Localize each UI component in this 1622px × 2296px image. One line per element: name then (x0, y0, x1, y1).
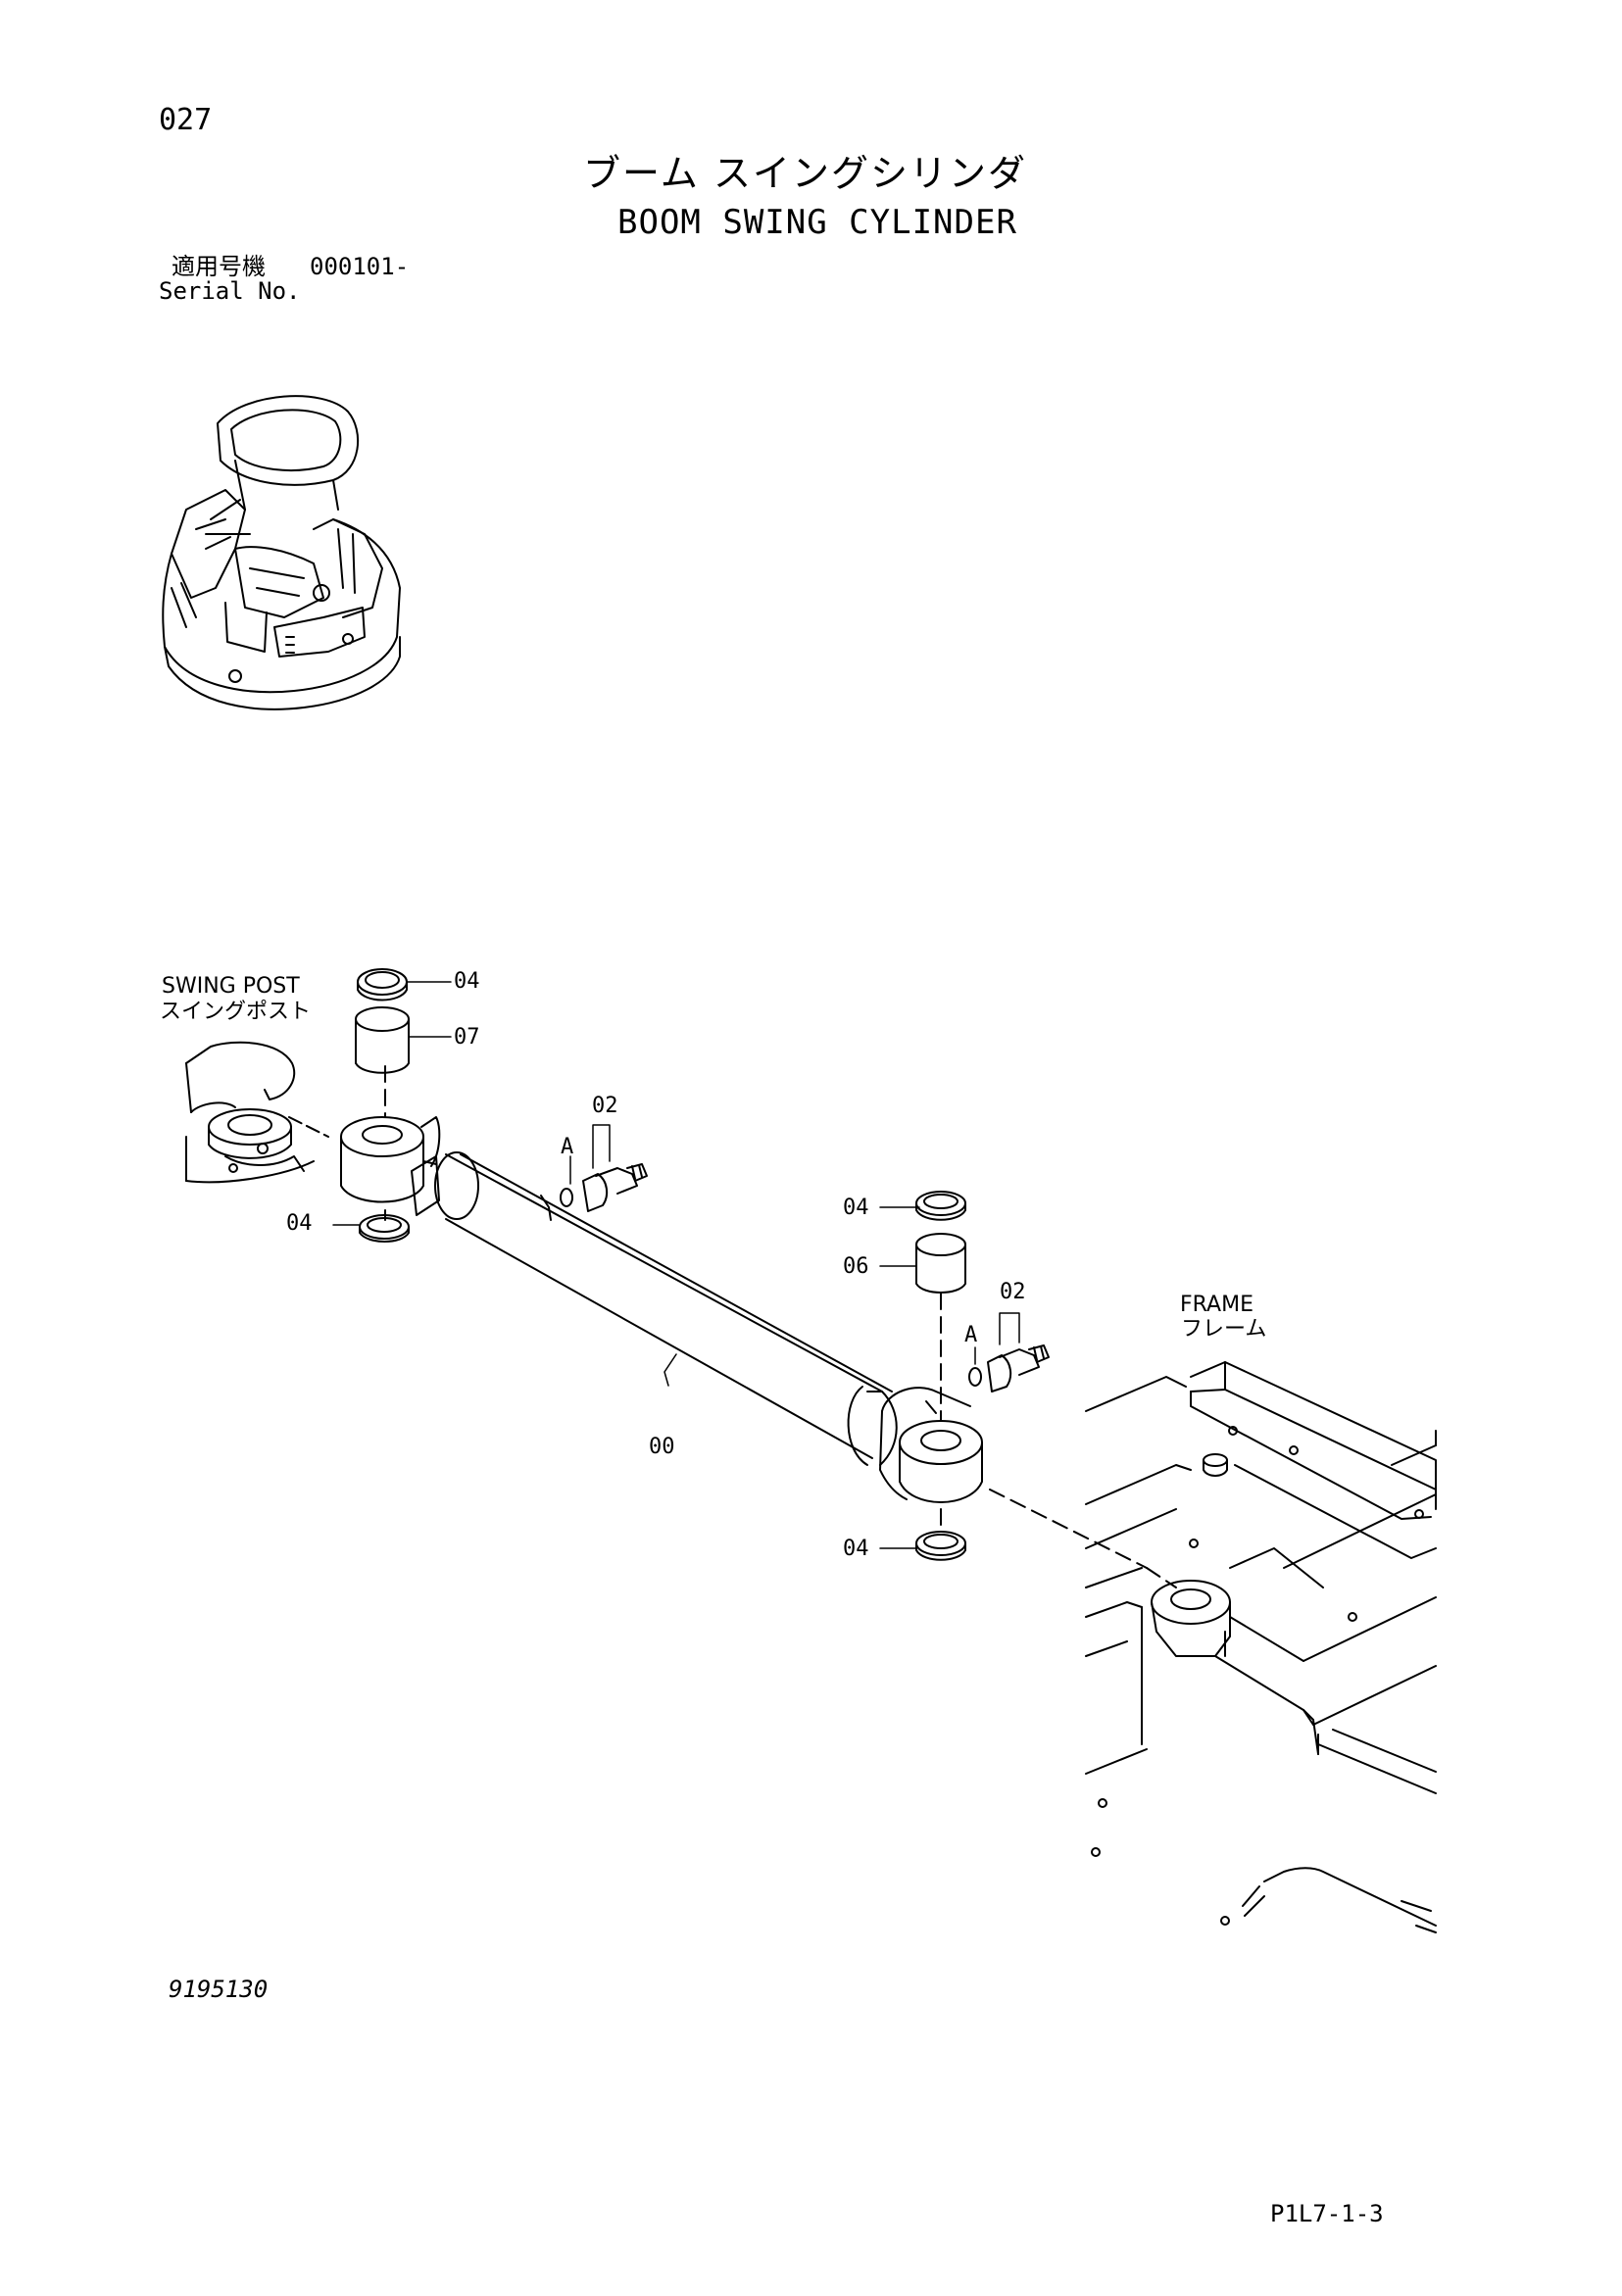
page-code: P1L7-1-3 (1270, 2200, 1384, 2227)
dust-seal-04-right-top (916, 1192, 965, 1220)
cylinder-rod-end-eye (341, 1117, 439, 1202)
callout-04-top: 04 (454, 969, 480, 994)
swing-post (186, 1043, 328, 1183)
cylinder-tube (412, 1152, 897, 1465)
swing-post-label-jp: スイングポスト (160, 1000, 312, 1024)
callout-a-right: A (964, 1323, 978, 1347)
callout-04-right-bottom: 04 (843, 1537, 869, 1561)
dust-seal-04-left-bottom (360, 1215, 409, 1242)
callout-02-left: 02 (592, 1094, 618, 1118)
dust-seal-04-right-bottom (916, 1532, 965, 1560)
callout-02-right: 02 (1000, 1280, 1026, 1304)
elbow-fitting-02-right (969, 1345, 1049, 1392)
frame (1086, 1362, 1436, 1932)
bushing-06 (916, 1234, 965, 1293)
machine-locator-illustration (163, 396, 400, 709)
bushing-07 (356, 1007, 409, 1073)
cylinder-head-eye (880, 1388, 982, 1502)
callout-07: 07 (454, 1025, 480, 1050)
callout-04-right-top: 04 (843, 1196, 869, 1220)
frame-label-jp: フレーム (1181, 1317, 1267, 1342)
callout-06: 06 (843, 1254, 869, 1279)
dust-seal-04-top (358, 969, 407, 1001)
callout-a-left: A (561, 1135, 574, 1159)
frame-label-en: FRAME (1180, 1293, 1253, 1317)
title-english: BOOM SWING CYLINDER (617, 203, 1017, 242)
serial-range: 000101- (310, 253, 410, 280)
drawing-number: 9195130 (169, 1976, 269, 2003)
elbow-fitting-02-left (561, 1164, 647, 1211)
swing-post-label-en: SWING POST (162, 974, 300, 999)
title-japanese: ブーム スイングシリンダ (583, 152, 1027, 195)
assembly-center-lines (385, 1066, 1176, 1588)
serial-label-japanese: 適用号機 (172, 253, 266, 280)
serial-label-english: Serial No. (159, 277, 301, 305)
callout-00: 00 (649, 1435, 675, 1459)
callout-04-left-bottom: 04 (286, 1211, 313, 1236)
leader-lines (333, 982, 1019, 1548)
page-number: 027 (159, 103, 213, 137)
